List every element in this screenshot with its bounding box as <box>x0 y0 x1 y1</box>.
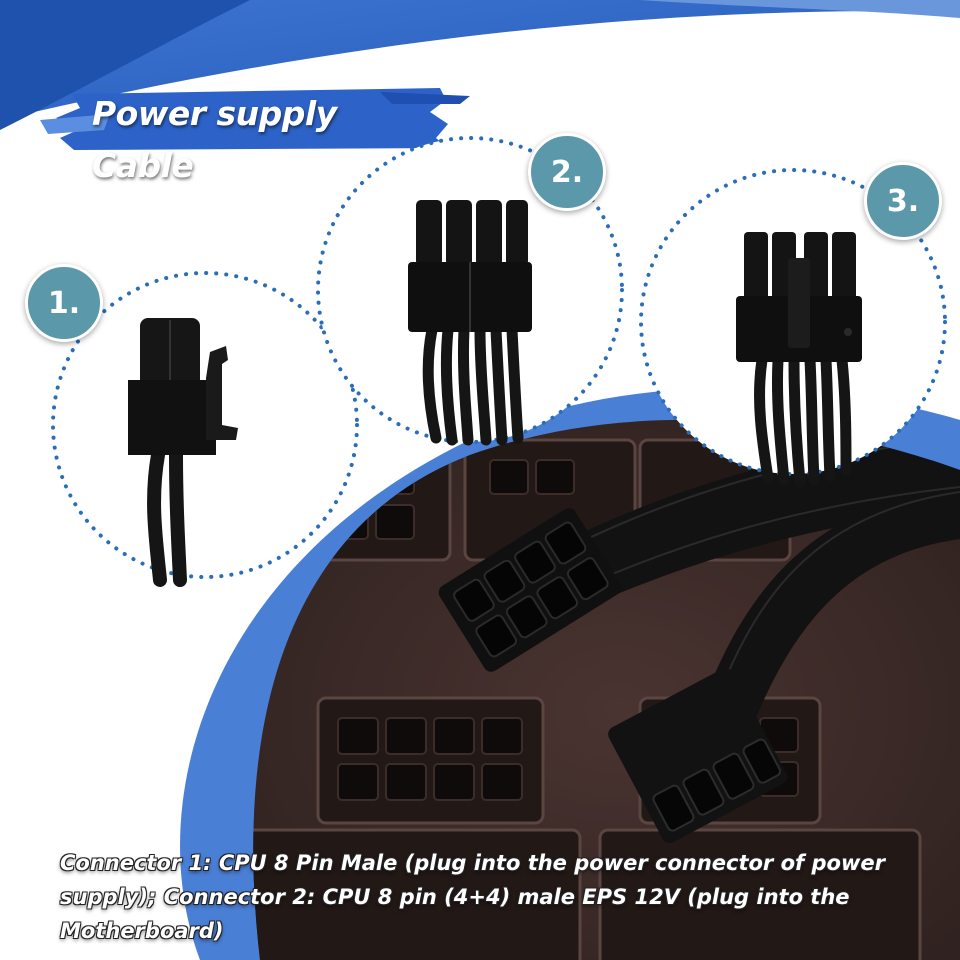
badge-2: 2. <box>528 133 606 211</box>
product-caption: Connector 1: CPU 8 Pin Male (plug into t… <box>60 851 885 943</box>
connector-view-2 <box>316 136 624 446</box>
connector-view-3 <box>639 168 947 488</box>
page-title: Power supply Cable <box>92 94 337 185</box>
title-banner <box>40 88 470 150</box>
badge-1: 1. <box>25 264 103 342</box>
connector-view-1 <box>51 271 359 587</box>
badge-3: 3. <box>864 162 942 240</box>
